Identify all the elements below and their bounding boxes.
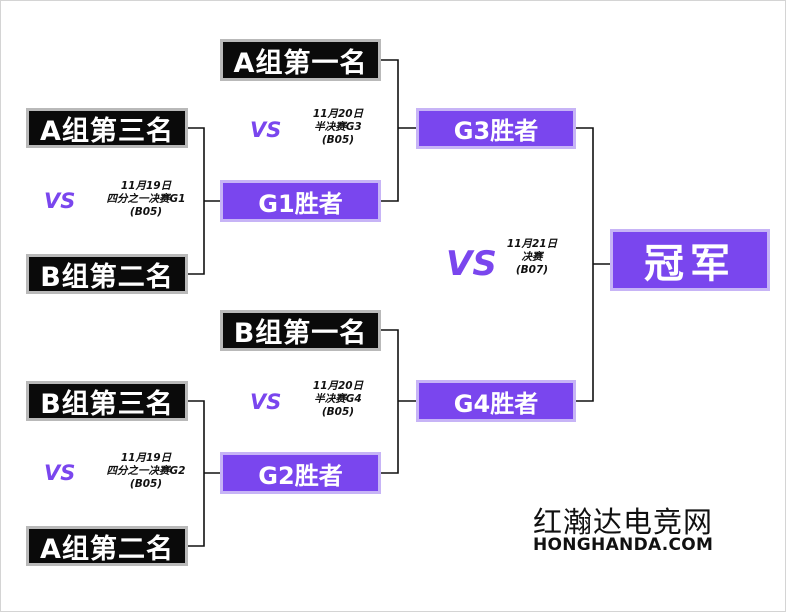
match-date: 11月20日	[312, 380, 364, 392]
match-name: 四分之一决赛G2	[106, 465, 186, 477]
match-date: 11月20日	[312, 108, 364, 120]
vs-label-g4: VS	[250, 390, 282, 414]
match-date: 11月19日	[120, 452, 172, 464]
watermark-site-url: HONGHANDA.COM	[533, 535, 714, 555]
match-info-g4: 11月20日 半决赛G4 (B05)	[313, 380, 363, 419]
winner-g1: G1胜者	[220, 180, 381, 222]
vs-label-final: VS	[446, 244, 497, 284]
match-venue: (B05)	[321, 406, 355, 418]
champion-box: 冠军	[610, 229, 770, 291]
connector-g4	[381, 329, 416, 474]
connector-g1	[188, 127, 220, 275]
match-venue: (B05)	[129, 206, 163, 218]
match-venue: (B07)	[515, 264, 549, 276]
match-name: 半决赛G4	[314, 393, 362, 405]
connector-g2	[188, 400, 220, 547]
team-b-third: B组第三名	[26, 381, 188, 421]
match-date: 11月21日	[506, 238, 558, 250]
match-info-final: 11月21日 决赛 (B07)	[507, 238, 557, 277]
winner-g3: G3胜者	[416, 108, 576, 149]
match-name: 决赛	[521, 251, 543, 263]
winner-g2: G2胜者	[220, 452, 381, 494]
team-b-first: B组第一名	[220, 310, 381, 351]
connector-final	[576, 127, 610, 402]
match-name: 半决赛G3	[314, 121, 362, 133]
match-venue: (B05)	[129, 478, 163, 490]
match-info-g3: 11月20日 半决赛G3 (B05)	[313, 108, 363, 147]
match-name: 四分之一决赛G1	[106, 193, 186, 205]
winner-g4: G4胜者	[416, 380, 576, 422]
team-a-first: A组第一名	[220, 39, 381, 81]
team-a-third: A组第三名	[26, 108, 188, 148]
match-date: 11月19日	[120, 180, 172, 192]
connector-g3	[381, 59, 416, 202]
vs-label-g3: VS	[250, 118, 282, 142]
match-info-g1: 11月19日 四分之一决赛G1 (B05)	[107, 180, 186, 219]
match-venue: (B05)	[321, 134, 355, 146]
team-a-second: A组第二名	[26, 526, 188, 566]
vs-label-g1: VS	[44, 189, 76, 213]
match-info-g2: 11月19日 四分之一决赛G2 (B05)	[107, 452, 186, 491]
watermark-site-name: 红瀚达电竞网	[533, 505, 714, 539]
team-b-second: B组第二名	[26, 254, 188, 294]
vs-label-g2: VS	[44, 461, 76, 485]
